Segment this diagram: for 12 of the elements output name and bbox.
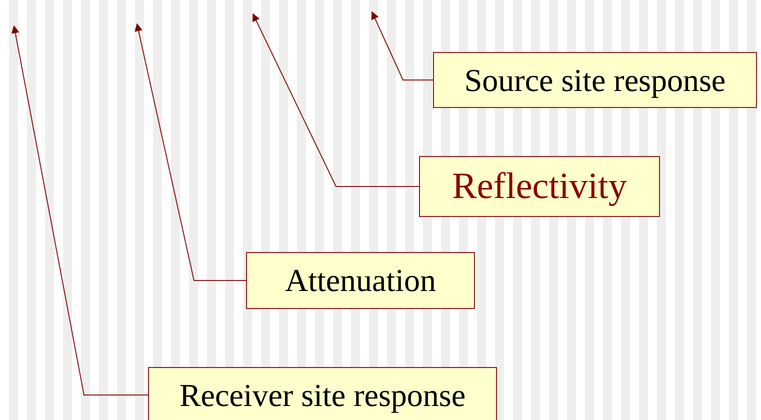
callout-box: [433, 52, 757, 108]
leader-line: [371, 11, 434, 80]
callout-box: [246, 252, 475, 309]
callout-box: [419, 156, 660, 217]
callout-label: Source site response: [464, 62, 726, 98]
leader-line: [11, 25, 148, 396]
callout-label: Reflectivity: [452, 165, 627, 208]
callout-label: Receiver site response: [179, 376, 466, 414]
leader-line: [252, 13, 420, 187]
callout-box: [148, 367, 497, 420]
leader-line: [134, 23, 246, 281]
callout-label: Attenuation: [284, 262, 436, 299]
